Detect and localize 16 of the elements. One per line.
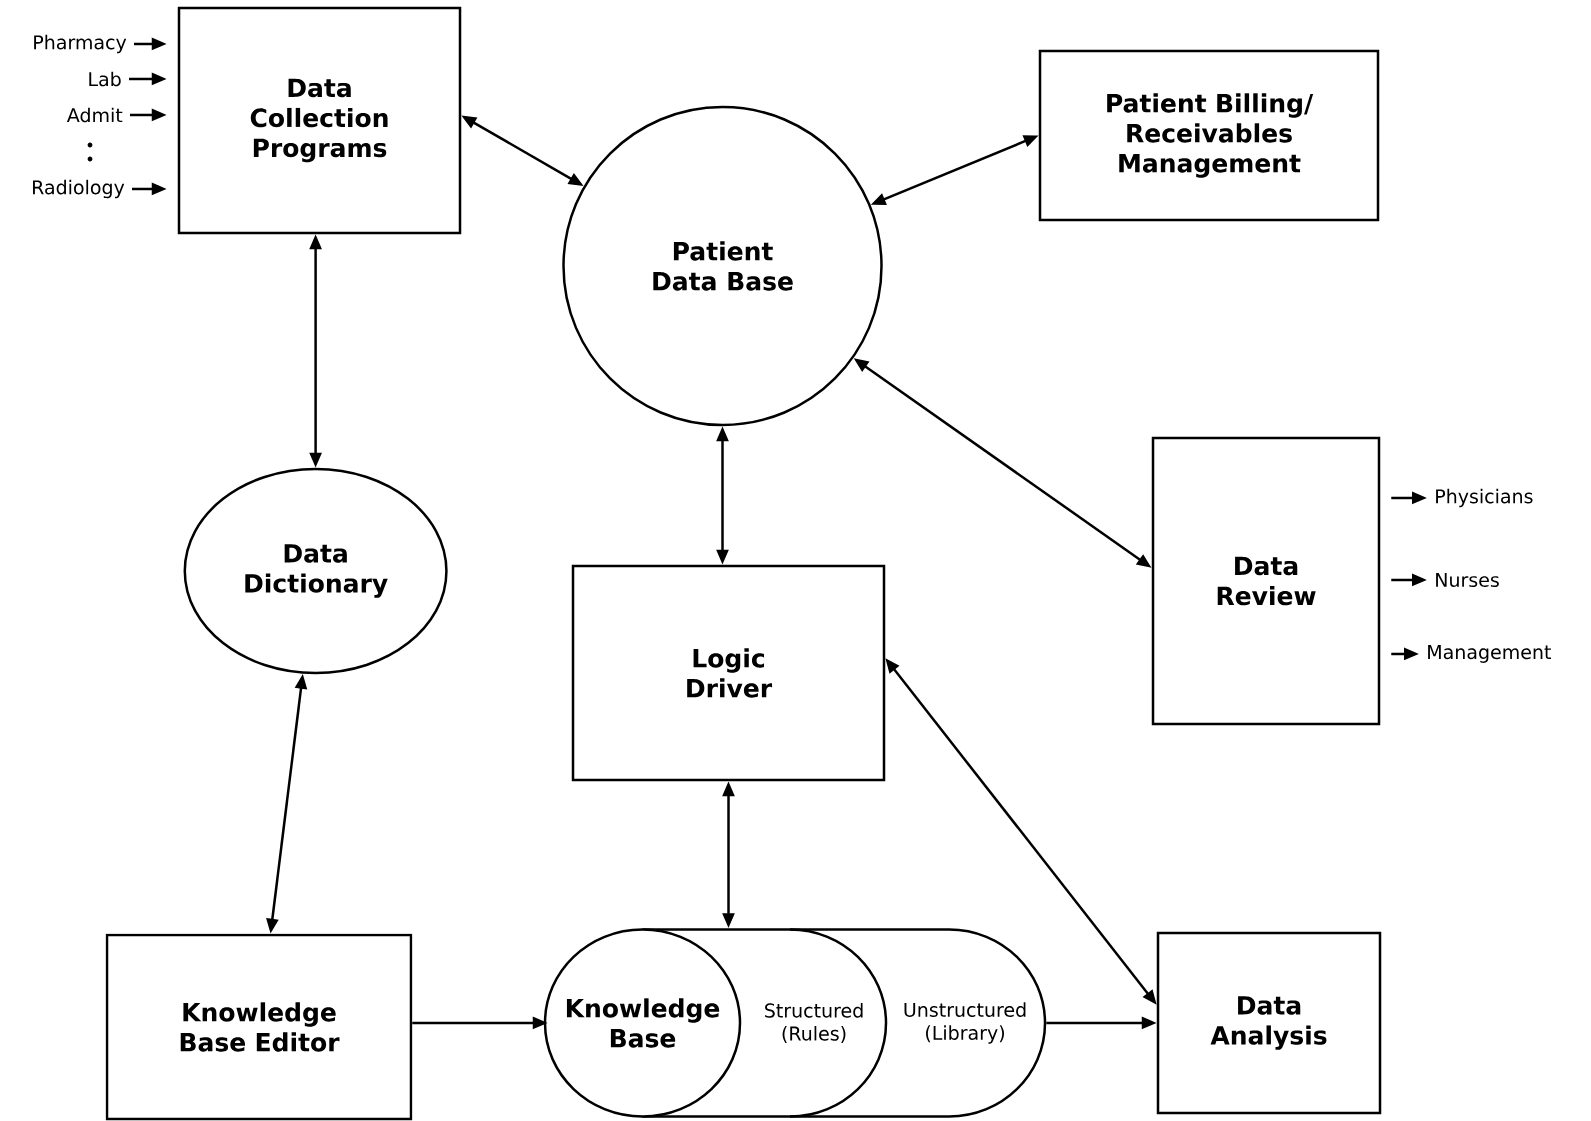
process-box: Logic Driver bbox=[571, 564, 886, 782]
recipient-label: Management bbox=[1428, 645, 1551, 663]
node-label: Unstructured (Library) bbox=[904, 1002, 1026, 1044]
recipient-label: Physicians bbox=[1436, 488, 1533, 508]
node-label: Structured (Rules) bbox=[765, 1003, 863, 1043]
source-label: Pharmacy bbox=[34, 34, 127, 54]
source-label: Lab bbox=[89, 71, 121, 87]
process-box: Data Review bbox=[1151, 436, 1381, 726]
process-box: Data Analysis bbox=[1156, 931, 1382, 1115]
process-box: Data Collection Programs bbox=[177, 6, 462, 235]
source-label: Radiology bbox=[33, 179, 125, 199]
process-box: Knowledge Base Editor bbox=[105, 933, 413, 1121]
source-label: Admit bbox=[66, 107, 123, 123]
node-label: Knowledge Base bbox=[566, 998, 720, 1048]
process-box: Patient Billing/ Receivables Management bbox=[1038, 49, 1380, 222]
recipient-label: Nurses bbox=[1436, 572, 1499, 588]
